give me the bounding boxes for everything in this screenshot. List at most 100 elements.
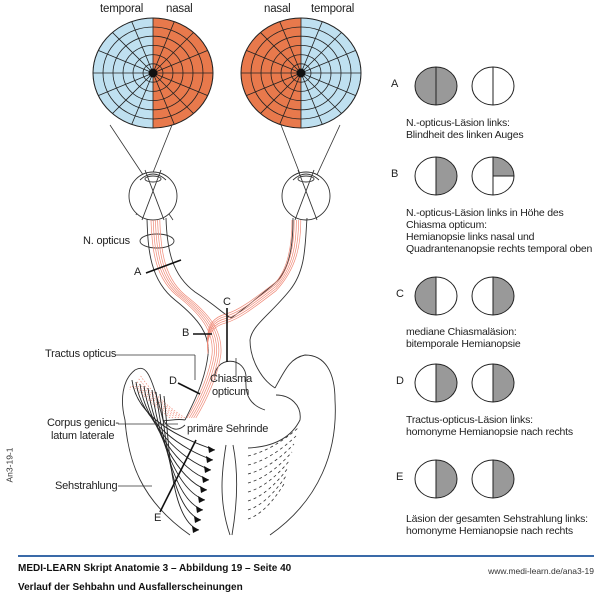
lesion-line-a xyxy=(145,259,182,274)
right-temporal-label: temporal xyxy=(311,3,355,15)
visual-field-diagram xyxy=(414,363,458,403)
visual-field-diagram xyxy=(471,276,515,316)
fiber-line-left xyxy=(150,219,213,419)
left-visual-field xyxy=(92,17,214,129)
primaere-sehrinde-label: primäre Sehrinde xyxy=(187,423,269,435)
case-caption-d-2: homonyme Hemianopsie nach rechts xyxy=(406,426,573,438)
fiber-line-right xyxy=(207,219,302,354)
left-eyeball xyxy=(128,169,178,221)
lesion-markers xyxy=(145,259,228,513)
radiation-fiber xyxy=(163,395,200,531)
right-visual-field xyxy=(240,17,362,129)
fiber-line-right xyxy=(207,219,299,352)
radiation-arrowhead xyxy=(202,476,209,483)
case-caption-b-2: Chiasma opticum: xyxy=(406,219,487,231)
visual-field-diagram xyxy=(471,459,515,499)
radiation-dashed-fiber xyxy=(247,427,299,457)
visual-field-diagram xyxy=(471,156,515,196)
footer-subtitle: Verlauf der Sehbahn und Ausfallerscheinu… xyxy=(18,582,243,593)
radiation-arrowhead xyxy=(200,486,207,493)
radiation-arrowhead xyxy=(204,466,211,473)
case-caption-b-4: Quadrantenanopsie rechts temporal oben xyxy=(406,243,593,255)
field-defect xyxy=(436,157,457,195)
fiber-dotted xyxy=(139,374,186,419)
right-eyeball xyxy=(281,169,331,221)
radiation-arrowhead xyxy=(208,446,215,453)
field-meridian xyxy=(241,45,302,74)
case-caption-c-1: mediane Chiasmaläsion: xyxy=(406,326,517,338)
left-nasal-label: nasal xyxy=(166,3,193,15)
marker-c: C xyxy=(223,296,231,308)
leader-lines xyxy=(116,354,237,487)
field-meridian xyxy=(152,45,213,74)
field-meridian xyxy=(152,72,213,101)
field-defect xyxy=(493,364,514,402)
fiber-line-right xyxy=(207,219,297,350)
right-nasal-label: nasal xyxy=(264,3,291,15)
case-letter-e: E xyxy=(396,471,404,483)
visual-field-diagram xyxy=(414,66,458,106)
field-defect xyxy=(415,277,436,315)
field-meridian xyxy=(241,72,302,101)
case-caption-e-1: Läsion der gesamten Sehstrahlung links: xyxy=(406,513,588,525)
field-defect xyxy=(436,460,457,498)
case-letter-c: C xyxy=(396,288,404,300)
optic-radiation-right xyxy=(247,427,299,520)
radiation-arrowhead xyxy=(196,506,203,513)
radiation-fiber xyxy=(147,387,208,491)
case-caption-b-3: Hemianopsie links nasal und xyxy=(406,231,535,243)
marker-b: B xyxy=(182,327,190,339)
fiber-line-left xyxy=(155,219,218,419)
case-caption-d-1: Tractus-opticus-Läsion links: xyxy=(406,414,533,426)
fiber-dotted xyxy=(135,380,180,419)
fiber-line-left xyxy=(159,219,222,419)
fiber-line-left xyxy=(152,219,215,419)
case-caption-b-1: N.-opticus-Läsion links in Höhe des xyxy=(406,207,564,219)
field-meridian xyxy=(93,72,154,101)
fiber-dotted xyxy=(133,383,177,419)
field-meridian xyxy=(300,72,361,101)
radiation-dashed-fiber xyxy=(247,483,285,520)
field-defect xyxy=(493,460,514,498)
radiation-arrowhead xyxy=(194,516,201,523)
case-letter-d: D xyxy=(396,375,404,387)
radiation-arrowhead xyxy=(192,526,199,533)
footer-url[interactable]: www.medi-learn.de/ana3-19 xyxy=(488,566,594,576)
lesion-line-d xyxy=(177,382,201,395)
visual-field-diagram xyxy=(414,276,458,316)
radiation-fiber xyxy=(135,381,214,461)
footer-rule xyxy=(18,555,594,557)
field-meridian xyxy=(93,45,154,74)
chiasma-label-1: Chiasma xyxy=(210,373,253,385)
tractus-opticus-label: Tractus opticus xyxy=(45,348,117,360)
figure-id: An3-19-1 xyxy=(4,447,15,483)
lesion-line-e xyxy=(159,439,197,513)
visual-field-diagram xyxy=(471,363,515,403)
field-defect xyxy=(493,277,514,315)
radiation-dashed-fiber xyxy=(247,451,293,484)
case-caption-a-2: Blindheit des linken Auges xyxy=(406,129,524,141)
radiation-dashed-fiber xyxy=(247,443,295,475)
corpus-geniculatum-label-1: Corpus genicu- xyxy=(47,417,119,429)
field-defect xyxy=(436,364,457,402)
corpus-geniculatum-label-2: latum laterale xyxy=(51,430,115,442)
left-temporal-label: temporal xyxy=(100,3,144,15)
visual-field-diagram xyxy=(414,459,458,499)
case-letter-a: A xyxy=(391,78,399,90)
visual-field-diagram xyxy=(414,156,458,196)
fiber-line-left xyxy=(157,219,220,419)
left-fixation-point xyxy=(148,68,158,78)
optic-radiation-left xyxy=(131,379,216,533)
radiation-arrowhead xyxy=(206,456,213,463)
marker-e: E xyxy=(154,512,162,524)
lesion-cases xyxy=(414,66,515,499)
radiation-fiber xyxy=(143,385,210,481)
marker-a: A xyxy=(134,266,142,278)
case-caption-c-2: bitemporale Hemianopsie xyxy=(406,338,521,350)
visual-field-diagram xyxy=(471,66,515,106)
case-caption-a-1: N.-opticus-Läsion links: xyxy=(406,117,510,129)
case-letter-b: B xyxy=(391,168,399,180)
radiation-dashed-fiber xyxy=(247,459,291,493)
